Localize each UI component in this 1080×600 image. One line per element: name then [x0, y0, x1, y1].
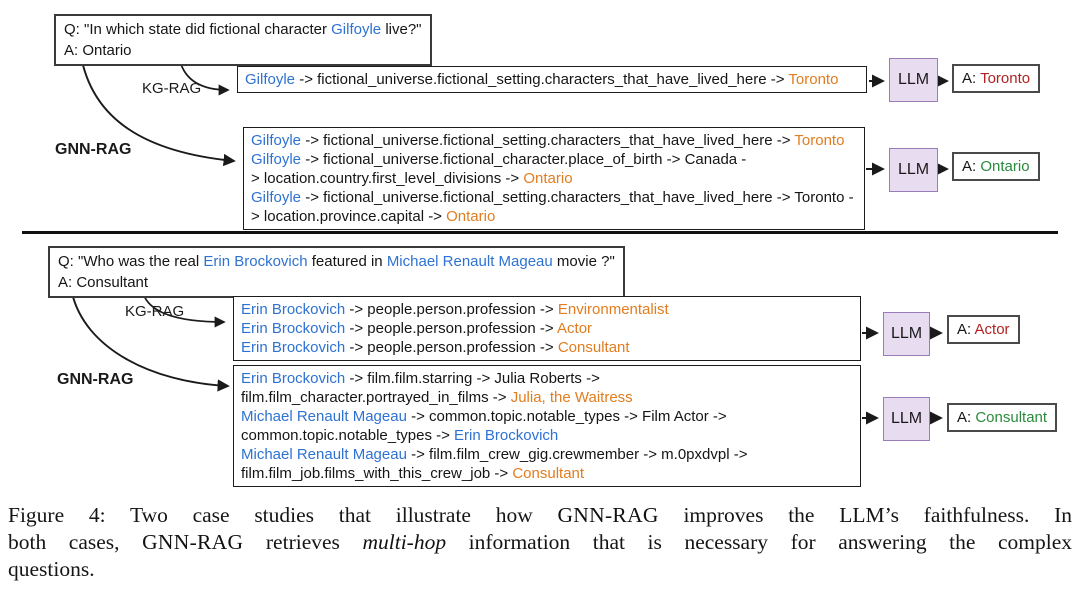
gnn-path: Erin Brockovich -> film.film.starring ->… — [241, 370, 600, 387]
kg-path: Erin Brockovich -> people.person.profess… — [241, 301, 669, 318]
question-box-case2: Q: "Who was the real Erin Brockovich fea… — [48, 246, 625, 298]
llm-answer-box-kg-case2: A: Actor — [947, 315, 1020, 344]
gnn-retrieval-box-case2: Erin Brockovich -> film.film.starring ->… — [233, 365, 861, 487]
question-text: Q: "Who was the real Erin Brockovich fea… — [58, 253, 615, 270]
gnn-retrieval-box-case1: Gilfoyle -> fictional_universe.fictional… — [243, 127, 865, 230]
llm-answer-box-kg-case1: A: Toronto — [952, 64, 1041, 93]
kg-path: Erin Brockovich -> people.person.profess… — [241, 339, 630, 356]
question-box-case1: Q: "In which state did fictional charact… — [54, 14, 432, 66]
kg-retrieval-box-case1: Gilfoyle -> fictional_universe.fictional… — [237, 66, 867, 93]
kg-path: Erin Brockovich -> people.person.profess… — [241, 320, 593, 337]
llm-label: LLM — [897, 71, 930, 88]
gnn-path: Michael Renault Mageau -> film.film_crew… — [241, 446, 748, 463]
kg-retrieval-box-case2: Erin Brockovich -> people.person.profess… — [233, 296, 861, 361]
gnn-path: Gilfoyle -> fictional_universe.fictional… — [251, 189, 854, 206]
gnn-path: Gilfoyle -> fictional_universe.fictional… — [251, 132, 845, 149]
caption-line: Figure 4: Two case studies that illustra… — [8, 503, 1072, 527]
gnn-path: > location.province.capital -> Ontario — [251, 208, 496, 225]
caption-line: both cases, GNN-RAG retrieves multi-hop … — [8, 530, 1072, 554]
gold-answer-text: A: Consultant — [58, 274, 149, 291]
llm-box: LLM — [889, 58, 938, 102]
gnn-path: common.topic.notable_types -> Erin Brock… — [241, 427, 559, 444]
kg-rag-label-case2: KG-RAG — [125, 303, 185, 320]
gnn-path: Michael Renault Mageau -> common.topic.n… — [241, 408, 727, 425]
llm-answer-box-gnn-case1: A: Ontario — [952, 152, 1040, 181]
caption-line: questions. — [8, 557, 95, 581]
question-text: Q: "In which state did fictional charact… — [64, 21, 422, 38]
llm-answer-box-gnn-case2: A: Consultant — [947, 403, 1058, 432]
llm-label: LLM — [897, 161, 930, 178]
figure-caption: Figure 4: Two case studies that illustra… — [8, 502, 1072, 583]
llm-box: LLM — [889, 148, 938, 192]
gnn-path: film.film_job.films_with_this_crew_job -… — [241, 465, 585, 482]
gold-answer-text: A: Ontario — [64, 42, 132, 59]
gnn-rag-label-case2: GNN-RAG — [57, 371, 134, 388]
llm-label: LLM — [890, 410, 923, 427]
section-divider — [22, 231, 1058, 234]
gnn-path: Gilfoyle -> fictional_universe.fictional… — [251, 151, 747, 168]
llm-label: LLM — [890, 325, 923, 342]
gnn-path: film.film_character.portrayed_in_films -… — [241, 389, 633, 406]
kg-path: Gilfoyle -> fictional_universe.fictional… — [245, 71, 839, 88]
llm-box: LLM — [883, 312, 930, 356]
gnn-rag-label-case1: GNN-RAG — [55, 141, 132, 158]
llm-box: LLM — [883, 397, 930, 441]
kg-rag-label-case1: KG-RAG — [142, 80, 202, 97]
gnn-path: > location.country.first_level_divisions… — [251, 170, 573, 187]
